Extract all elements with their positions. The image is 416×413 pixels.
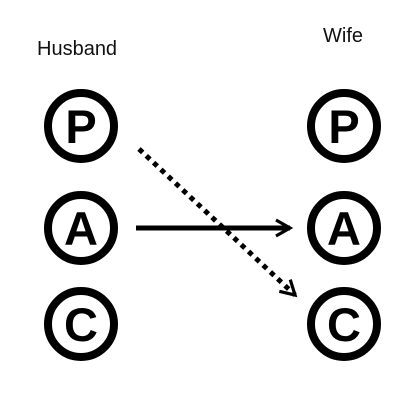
- husband-child-ring: [44, 287, 118, 361]
- husband-column-label: Husband: [37, 38, 117, 60]
- wife-parent-ring: [307, 89, 381, 163]
- wife-parent-letter: P: [328, 100, 359, 153]
- wife-parent-state: P: [307, 89, 381, 163]
- husband-parent-letter: P: [65, 100, 96, 153]
- husband-adult-letter: A: [64, 202, 98, 255]
- wife-child-state: C: [307, 287, 381, 361]
- wife-child-ring: [307, 287, 381, 361]
- husband-adult-state: A: [44, 191, 118, 265]
- dotted-arrow-husband-parent-to-wife-child: [137, 147, 298, 298]
- husband-adult-ring: [44, 191, 118, 265]
- husband-child-state: C: [44, 287, 118, 361]
- wife-column-label: Wife: [323, 25, 363, 47]
- wife-adult-state: A: [307, 191, 381, 265]
- wife-adult-letter: A: [327, 202, 361, 255]
- wife-adult-ring: [307, 191, 381, 265]
- husband-parent-ring: [44, 89, 118, 163]
- wife-child-letter: C: [327, 298, 361, 351]
- husband-parent-state: P: [44, 89, 118, 163]
- husband-child-letter: C: [64, 298, 98, 351]
